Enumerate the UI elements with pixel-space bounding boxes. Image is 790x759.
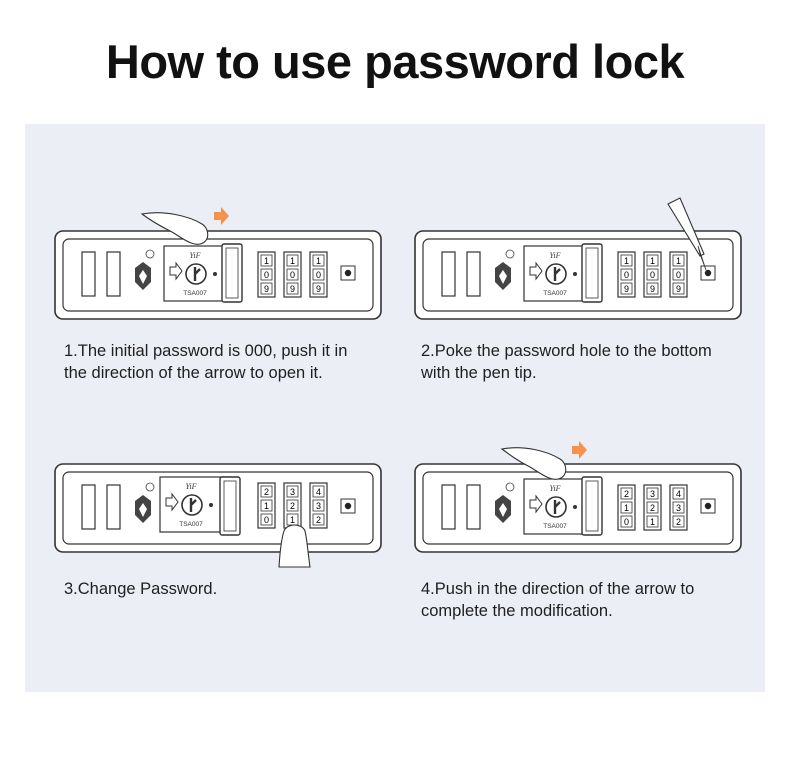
dial-3[interactable]: 1 0 9 <box>309 251 328 298</box>
svg-text:1: 1 <box>676 256 681 266</box>
svg-text:9: 9 <box>264 284 269 294</box>
svg-text:1: 1 <box>624 503 629 513</box>
dial-2[interactable]: 3 2 1 <box>643 484 662 531</box>
svg-text:9: 9 <box>676 284 681 294</box>
dial-1[interactable]: 1 0 9 <box>257 251 276 298</box>
dial-2[interactable]: 1 0 9 <box>283 251 302 298</box>
svg-text:0: 0 <box>650 270 655 280</box>
svg-text:4: 4 <box>676 489 681 499</box>
push-arrow-icon <box>214 207 229 225</box>
svg-text:0: 0 <box>264 270 269 280</box>
svg-text:1: 1 <box>624 256 629 266</box>
step1-caption: 1.The initial password is 000, push it i… <box>64 342 348 382</box>
svg-text:3: 3 <box>650 489 655 499</box>
tsa-shield-icon <box>495 482 515 523</box>
svg-text:3: 3 <box>316 501 321 511</box>
lock-illustration-step3: YiF TSA007 2 1 0 3 2 1 4 3 2 <box>54 463 382 568</box>
step3-caption: 3.Change Password. <box>64 580 218 598</box>
svg-text:2: 2 <box>316 515 321 525</box>
dial-3[interactable]: 1 0 9 <box>669 251 688 298</box>
step2-caption: 2.Poke the password hole to the bottom w… <box>421 342 712 382</box>
svg-text:0: 0 <box>290 270 295 280</box>
finger-icon <box>500 447 567 480</box>
dial-1[interactable]: 2 1 0 <box>617 484 636 531</box>
svg-text:1: 1 <box>316 256 321 266</box>
svg-text:1: 1 <box>264 501 269 511</box>
tsa-shield-icon <box>135 482 155 523</box>
lock-brand: YiF <box>550 484 561 493</box>
dial-2[interactable]: 3 2 1 <box>283 482 302 529</box>
svg-text:9: 9 <box>624 284 629 294</box>
svg-text:0: 0 <box>624 517 629 527</box>
svg-text:1: 1 <box>650 256 655 266</box>
pen-icon <box>667 197 707 271</box>
svg-text:0: 0 <box>316 270 321 280</box>
lock-brand: YiF <box>186 482 197 491</box>
svg-text:3: 3 <box>290 487 295 497</box>
lock-model: TSA007 <box>543 290 567 297</box>
svg-text:9: 9 <box>316 284 321 294</box>
svg-text:2: 2 <box>624 489 629 499</box>
svg-text:2: 2 <box>676 517 681 527</box>
lock-brand: YiF <box>190 251 201 260</box>
finger-icon <box>278 524 311 568</box>
step4-caption: 4.Push in the direction of the arrow to … <box>421 580 695 620</box>
push-arrow-icon <box>572 441 587 459</box>
svg-text:1: 1 <box>650 517 655 527</box>
svg-text:1: 1 <box>290 515 295 525</box>
lock-model: TSA007 <box>179 521 203 528</box>
lock-illustration-step4: YiF TSA007 2 1 0 3 2 1 4 3 2 <box>414 441 742 553</box>
lock-illustration-step2: YiF TSA007 1 0 9 1 0 9 1 0 9 <box>414 197 742 320</box>
svg-text:3: 3 <box>676 503 681 513</box>
svg-text:0: 0 <box>676 270 681 280</box>
lock-model: TSA007 <box>543 523 567 530</box>
svg-text:1: 1 <box>264 256 269 266</box>
tsa-shield-icon <box>495 249 515 290</box>
svg-text:4: 4 <box>316 487 321 497</box>
svg-text:0: 0 <box>624 270 629 280</box>
page-title: How to use password lock <box>105 35 685 88</box>
svg-text:0: 0 <box>264 515 269 525</box>
dial-2[interactable]: 1 0 9 <box>643 251 662 298</box>
svg-text:9: 9 <box>290 284 295 294</box>
svg-text:1: 1 <box>290 256 295 266</box>
svg-text:2: 2 <box>650 503 655 513</box>
svg-text:9: 9 <box>650 284 655 294</box>
svg-text:2: 2 <box>290 501 295 511</box>
lock-brand: YiF <box>550 251 561 260</box>
dial-3[interactable]: 4 3 2 <box>309 482 328 529</box>
lock-illustration-step1: YiF TSA007 1 0 9 1 0 9 1 0 9 <box>54 207 382 320</box>
dial-1[interactable]: 2 1 0 <box>257 482 276 529</box>
finger-icon <box>140 212 209 245</box>
svg-text:2: 2 <box>264 487 269 497</box>
dial-1[interactable]: 1 0 9 <box>617 251 636 298</box>
dial-3[interactable]: 4 3 2 <box>669 484 688 531</box>
tsa-shield-icon <box>135 249 155 290</box>
lock-model: TSA007 <box>183 290 207 297</box>
